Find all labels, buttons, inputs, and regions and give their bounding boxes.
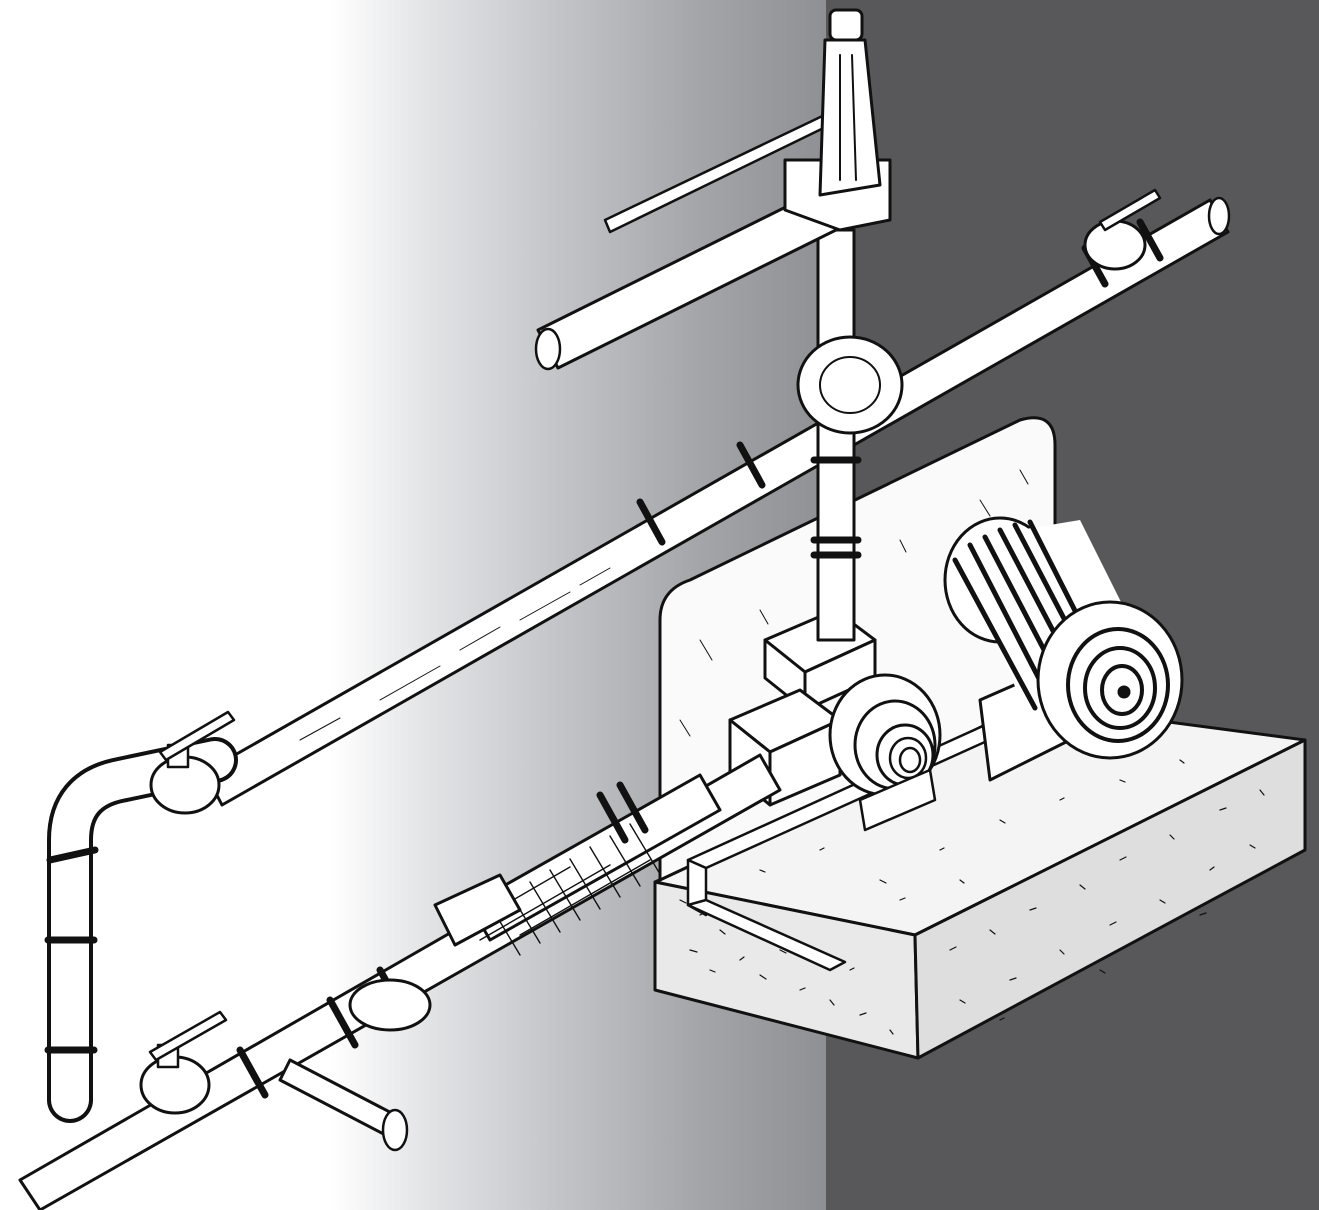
discharge-ball-valve [1083, 188, 1162, 271]
lower-suction-pipe [18, 753, 782, 1210]
electric-motor [943, 516, 1184, 782]
vertical-riser-pipe [796, 228, 904, 642]
left-loop-pipe [44, 737, 238, 1123]
concrete-base [653, 703, 1307, 1060]
upper-ball-valve [149, 710, 236, 815]
lower-ball-valve [139, 1010, 228, 1115]
relief-valve [534, 8, 892, 371]
